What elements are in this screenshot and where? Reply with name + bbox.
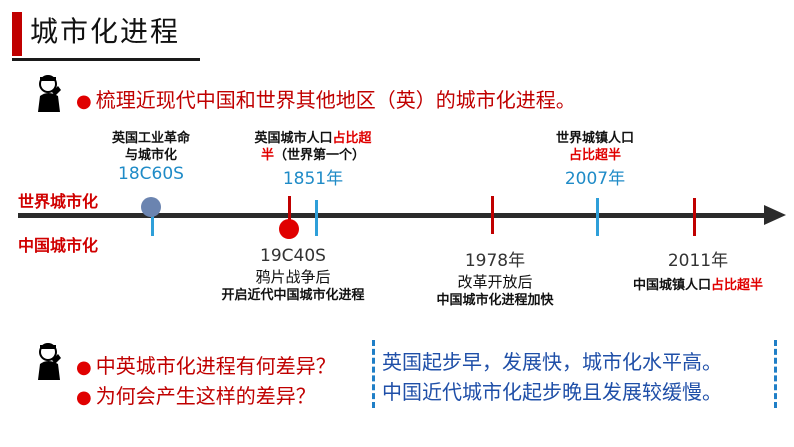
marker-world-start [141,197,161,217]
event-label-black: 英国城市人口 [254,131,333,146]
question-difference: ●中英城市化进程有何差异？ [76,350,336,379]
event-label-black: （世界第一个） [274,148,366,163]
event-year: 2007年 [564,169,626,189]
thinker-icon [38,75,61,112]
marker-china-start [279,219,299,239]
tick-1978 [491,196,494,234]
thinker-icon [38,343,61,380]
event-year: 1978年 [464,251,526,271]
event-industrial-revolution: 英国工业革命 与城市化 18C60S [101,130,201,184]
event-year: 19C40S [260,246,326,266]
question-bullet-icon: ● [76,357,92,378]
event-label-line: 世界城镇人口 [555,131,634,146]
intro-statement: ●梳理近现代中国和世界其他地区（英）的城市化进程。 [76,84,576,113]
event-label-line: 中国城市化进程加快 [436,293,554,308]
event-year: 2011年 [667,251,729,271]
title-accent-bar [12,12,22,56]
answer-bracket-left [372,340,375,408]
tick-18c60s [151,210,154,236]
answer-line: 中国近代城市化起步晚且发展较缓慢。 [382,380,722,404]
question-text: 为何会产生这样的差异？ [95,384,316,408]
tick-2007 [596,198,599,236]
intro-bullet-icon: ● [76,91,92,112]
row-label-china: 中国城市化 [18,236,99,255]
tick-1851 [315,200,318,236]
event-label-line: 开启近代中国城市化进程 [221,288,365,303]
timeline-arrow-icon [764,205,786,225]
event-label-line: 英国工业革命 [111,131,190,146]
event-label-black: 中国城镇人口 [632,278,711,293]
event-label-line: 与城市化 [124,148,177,163]
event-britain-urban-half: 英国城市人口占比超 半（世界第一个） 1851年 [238,130,388,189]
event-label-red: 占比超半 [568,148,621,163]
event-reform-opening: 1978年 改革开放后 中国城市化进程加快 [420,246,570,309]
tick-19c40s [288,196,291,220]
row-label-world: 世界城市化 [18,192,99,211]
event-china-urban-half: 2011年 中国城镇人口占比超半 [608,246,788,294]
answer-bracket-right [774,340,777,408]
page-title: 城市化进程 [30,15,181,48]
intro-text: 梳理近现代中国和世界其他地区（英）的城市化进程。 [95,88,576,112]
answer-box: 英国起步早，发展快，城市化水平高。 中国近代城市化起步晚且发展较缓慢。 [372,340,780,408]
event-label-red: 半 [260,148,274,163]
title-underline [12,58,200,61]
event-label-line: 鸦片战争后 [255,268,331,286]
event-opium-war: 19C40S 鸦片战争后 开启近代中国城市化进程 [190,246,396,304]
event-label-red: 占比超半 [711,278,764,293]
question-text: 中英城市化进程有何差异？ [95,354,336,378]
answer-line: 英国起步早，发展快，城市化水平高。 [382,350,722,374]
event-year: 1851年 [282,169,344,189]
event-label-line: 改革开放后 [457,273,533,291]
timeline-axis [18,213,770,218]
question-reason: ●为何会产生这样的差异？ [76,380,316,409]
event-label-red: 占比超 [332,131,372,146]
event-year: 18C60S [118,164,184,184]
tick-2011 [693,198,696,236]
event-world-urban-half: 世界城镇人口 占比超半 2007年 [545,130,645,189]
question-bullet-icon: ● [76,387,92,408]
